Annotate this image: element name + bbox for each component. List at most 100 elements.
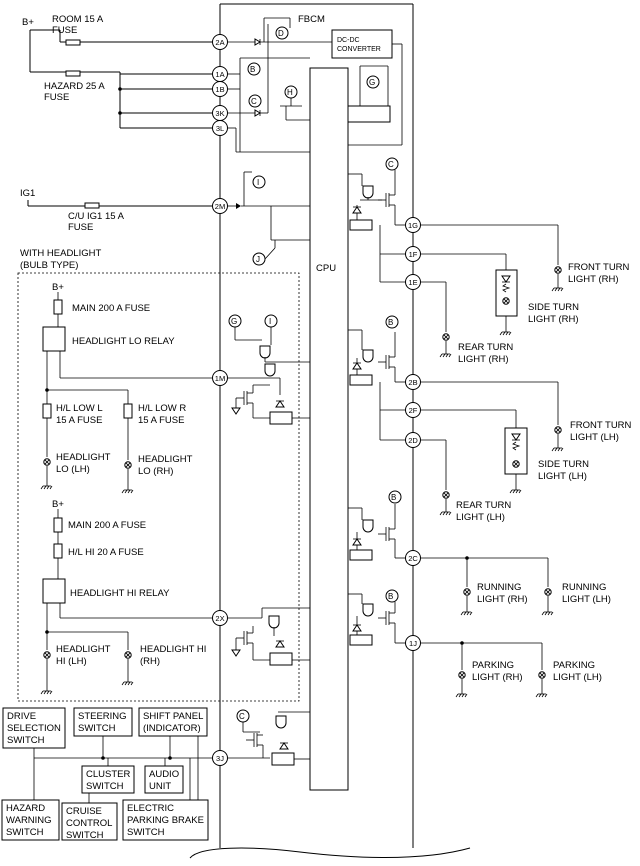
connector-2A: 2A	[212, 34, 228, 50]
svg-text:1M: 1M	[215, 374, 225, 383]
svg-text:2A: 2A	[215, 38, 224, 47]
hazard-warning-switch	[1, 799, 60, 841]
svg-text:2M: 2M	[215, 202, 225, 211]
svg-text:(BULB TYPE): (BULB TYPE)	[20, 260, 78, 271]
svg-text:D: D	[278, 29, 284, 38]
cpu-block: CPU	[309, 67, 349, 791]
connectors: 2A 1A 1B 3K 3L 2M 1M 2X 3J 1G 1F 1E 2B 2…	[212, 34, 421, 766]
svg-text:2F: 2F	[409, 406, 418, 415]
svg-text:AUDIO: AUDIO	[149, 769, 179, 780]
svg-text:SHIFT PANEL: SHIFT PANEL	[143, 711, 203, 722]
connector-2F: 2F	[405, 402, 421, 418]
cpu-label: CPU	[316, 263, 336, 274]
turn-lights-rh: FRONT TURN LIGHT (RH) SIDE TURN LIGHT (R…	[379, 224, 630, 365]
svg-text:B: B	[391, 493, 396, 502]
cruise-control-switch	[61, 802, 118, 841]
turn-lights-lh: FRONT TURN LIGHT (LH) SIDE TURN LIGHT (L…	[379, 381, 632, 523]
svg-text:ROOM 15 A: ROOM 15 A	[52, 14, 104, 25]
headlight-lo-driver: G I	[228, 314, 310, 425]
connector-2B: 2B	[405, 374, 421, 390]
svg-text:HAZARD 25 A: HAZARD 25 A	[44, 81, 105, 92]
svg-text:1A: 1A	[215, 70, 224, 79]
connector-2C: 2C	[405, 550, 421, 566]
svg-text:LIGHT (LH): LIGHT (LH)	[553, 672, 602, 683]
connector-2M: 2M	[212, 198, 228, 214]
svg-text:PARKING BRAKE: PARKING BRAKE	[127, 815, 204, 826]
svg-text:LIGHT (LH): LIGHT (LH)	[538, 471, 587, 482]
svg-text:15 A FUSE: 15 A FUSE	[56, 415, 102, 426]
svg-text:DC-DC: DC-DC	[337, 37, 360, 44]
svg-text:WITH HEADLIGHT: WITH HEADLIGHT	[20, 248, 101, 259]
svg-text:HAZARD: HAZARD	[6, 803, 45, 814]
svg-text:LIGHT (RH): LIGHT (RH)	[458, 354, 509, 365]
connector-3K: 3K	[212, 105, 228, 121]
svg-text:H/L LOW L: H/L LOW L	[56, 403, 103, 414]
svg-text:C: C	[239, 712, 245, 721]
svg-text:H/L HI 20 A FUSE: H/L HI 20 A FUSE	[68, 547, 144, 558]
svg-text:PARKING: PARKING	[472, 660, 514, 671]
svg-text:C: C	[388, 160, 394, 169]
hazard-fuse-icon	[65, 70, 81, 77]
svg-text:CONTROL: CONTROL	[66, 818, 112, 829]
svg-text:HEADLIGHT HI: HEADLIGHT HI	[140, 644, 206, 655]
headlight-hi-driver	[228, 607, 310, 666]
svg-text:ELECTRIC: ELECTRIC	[127, 803, 174, 814]
svg-text:STEERING: STEERING	[78, 711, 127, 722]
main-fuse-icon	[53, 299, 63, 315]
room-fuse-icon	[65, 39, 81, 46]
svg-text:REAR TURN: REAR TURN	[458, 342, 513, 353]
connector-3L: 3L	[212, 120, 228, 136]
svg-text:C: C	[251, 97, 257, 106]
svg-text:FRONT TURN: FRONT TURN	[570, 420, 632, 431]
svg-text:FUSE: FUSE	[44, 92, 69, 103]
svg-text:CONVERTER: CONVERTER	[337, 46, 381, 53]
svg-text:(RH): (RH)	[140, 656, 160, 667]
svg-text:H: H	[287, 88, 293, 97]
svg-text:UNIT: UNIT	[149, 781, 171, 792]
svg-text:LIGHT (RH): LIGHT (RH)	[477, 594, 528, 605]
svg-text:1E: 1E	[408, 278, 417, 287]
svg-text:G: G	[231, 317, 237, 326]
connector-1M: 1M	[212, 370, 228, 386]
svg-text:SWITCH: SWITCH	[78, 723, 116, 734]
svg-text:3K: 3K	[215, 109, 224, 118]
connector-2X: 2X	[212, 610, 228, 626]
svg-text:HEADLIGHT HI RELAY: HEADLIGHT HI RELAY	[70, 588, 170, 599]
connector-1J: 1J	[405, 635, 421, 651]
svg-text:G: G	[369, 78, 375, 87]
svg-text:DRIVE: DRIVE	[7, 711, 36, 722]
svg-text:(INDICATOR): (INDICATOR)	[143, 723, 201, 734]
svg-text:B: B	[250, 65, 255, 74]
svg-text:I: I	[269, 317, 271, 326]
svg-text:FUSE: FUSE	[68, 222, 93, 233]
svg-text:HEADLIGHT: HEADLIGHT	[56, 452, 111, 463]
svg-text:1J: 1J	[409, 639, 417, 648]
svg-text:PARKING: PARKING	[553, 660, 595, 671]
svg-text:I: I	[257, 178, 259, 187]
svg-text:C/U IG1 15 A: C/U IG1 15 A	[68, 211, 125, 222]
svg-text:SWITCH: SWITCH	[127, 827, 165, 838]
running-driver: B	[348, 490, 407, 561]
connector-1E: 1E	[405, 274, 421, 290]
svg-text:LIGHT (LH): LIGHT (LH)	[562, 594, 611, 605]
svg-text:MAIN 200 A FUSE: MAIN 200 A FUSE	[68, 520, 146, 531]
svg-text:2X: 2X	[215, 614, 224, 623]
svg-text:LIGHT (LH): LIGHT (LH)	[456, 512, 505, 523]
svg-text:HEADLIGHT: HEADLIGHT	[138, 454, 193, 465]
power-inputs: B+ ROOM 15 A FUSE HAZARD 25 A FUSE IG1 C…	[20, 14, 212, 233]
svg-text:SIDE TURN: SIDE TURN	[528, 302, 579, 313]
internal-upper-wiring: D B C H G I J	[228, 17, 380, 266]
connector-1G: 1G	[405, 217, 421, 233]
svg-text:3J: 3J	[216, 754, 224, 763]
turn-driver-rh: C	[348, 157, 407, 231]
turn-driver-lh: B	[348, 315, 407, 386]
parking-driver: B	[348, 589, 407, 646]
svg-text:1G: 1G	[408, 221, 418, 230]
svg-text:LO (RH): LO (RH)	[138, 466, 173, 477]
svg-text:SWITCH: SWITCH	[6, 827, 44, 838]
svg-text:SWITCH: SWITCH	[7, 735, 45, 746]
svg-text:SELECTION: SELECTION	[7, 723, 61, 734]
svg-text:B+: B+	[52, 282, 64, 293]
svg-text:RUNNING: RUNNING	[562, 582, 606, 593]
